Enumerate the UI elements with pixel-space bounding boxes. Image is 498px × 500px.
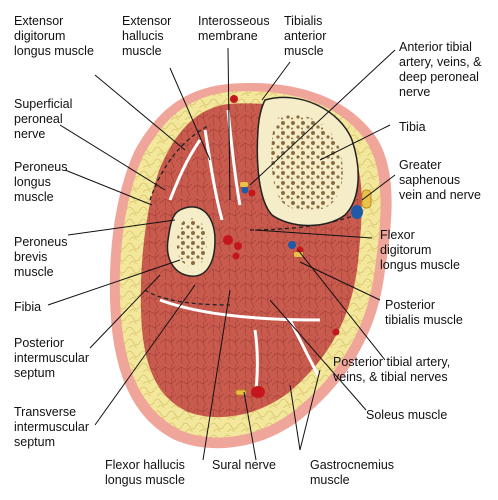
label-soleus: Soleus muscle	[366, 408, 448, 422]
label-posterior-tibial-artery: Posterior tibial artery, veins, & tibial…	[333, 355, 451, 384]
label-flexor-hallucis: Flexor hallucis longus muscle	[105, 458, 185, 487]
tibia-marrow	[271, 114, 343, 212]
fibula-marrow	[176, 218, 207, 267]
label-tibia: Tibia	[399, 120, 426, 134]
leader-lines	[47, 47, 396, 461]
label-flexor-digitorum: Flexor digitorum longus muscle	[380, 228, 460, 272]
label-greater-saphenous: Greater saphenous vein and nerve	[399, 158, 482, 202]
label-posterior-intermuscular-septum: Posterior intermuscular septum	[14, 336, 90, 380]
label-transverse-intermuscular-septum: Transverse intermuscular septum	[14, 405, 90, 449]
label-tibialis-anterior: Tibialis anterior muscle	[284, 14, 327, 58]
label-sural-nerve: Sural nerve	[212, 458, 276, 472]
label-anterior-tibial-artery: Anterior tibial artery, veins, & deep pe…	[399, 40, 482, 99]
label-interosseous-membrane: Interosseous membrane	[198, 14, 270, 43]
label-extensor-hallucis: Extensor hallucis muscle	[122, 14, 172, 58]
label-fibia: Fibia	[14, 300, 42, 314]
label-gastrocnemius: Gastrocnemius muscle	[310, 458, 395, 487]
label-peroneus-brevis: Peroneus brevis muscle	[14, 235, 68, 279]
label-peroneus-longus: Peroneus longus muscle	[14, 160, 68, 204]
label-superficial-peroneal-nerve: Superficial peroneal nerve	[14, 97, 73, 141]
label-extensor-digitorum: Extensor digitorum longus muscle	[14, 14, 94, 58]
label-posterior-tibialis: Posterior tibialis muscle	[385, 298, 463, 327]
